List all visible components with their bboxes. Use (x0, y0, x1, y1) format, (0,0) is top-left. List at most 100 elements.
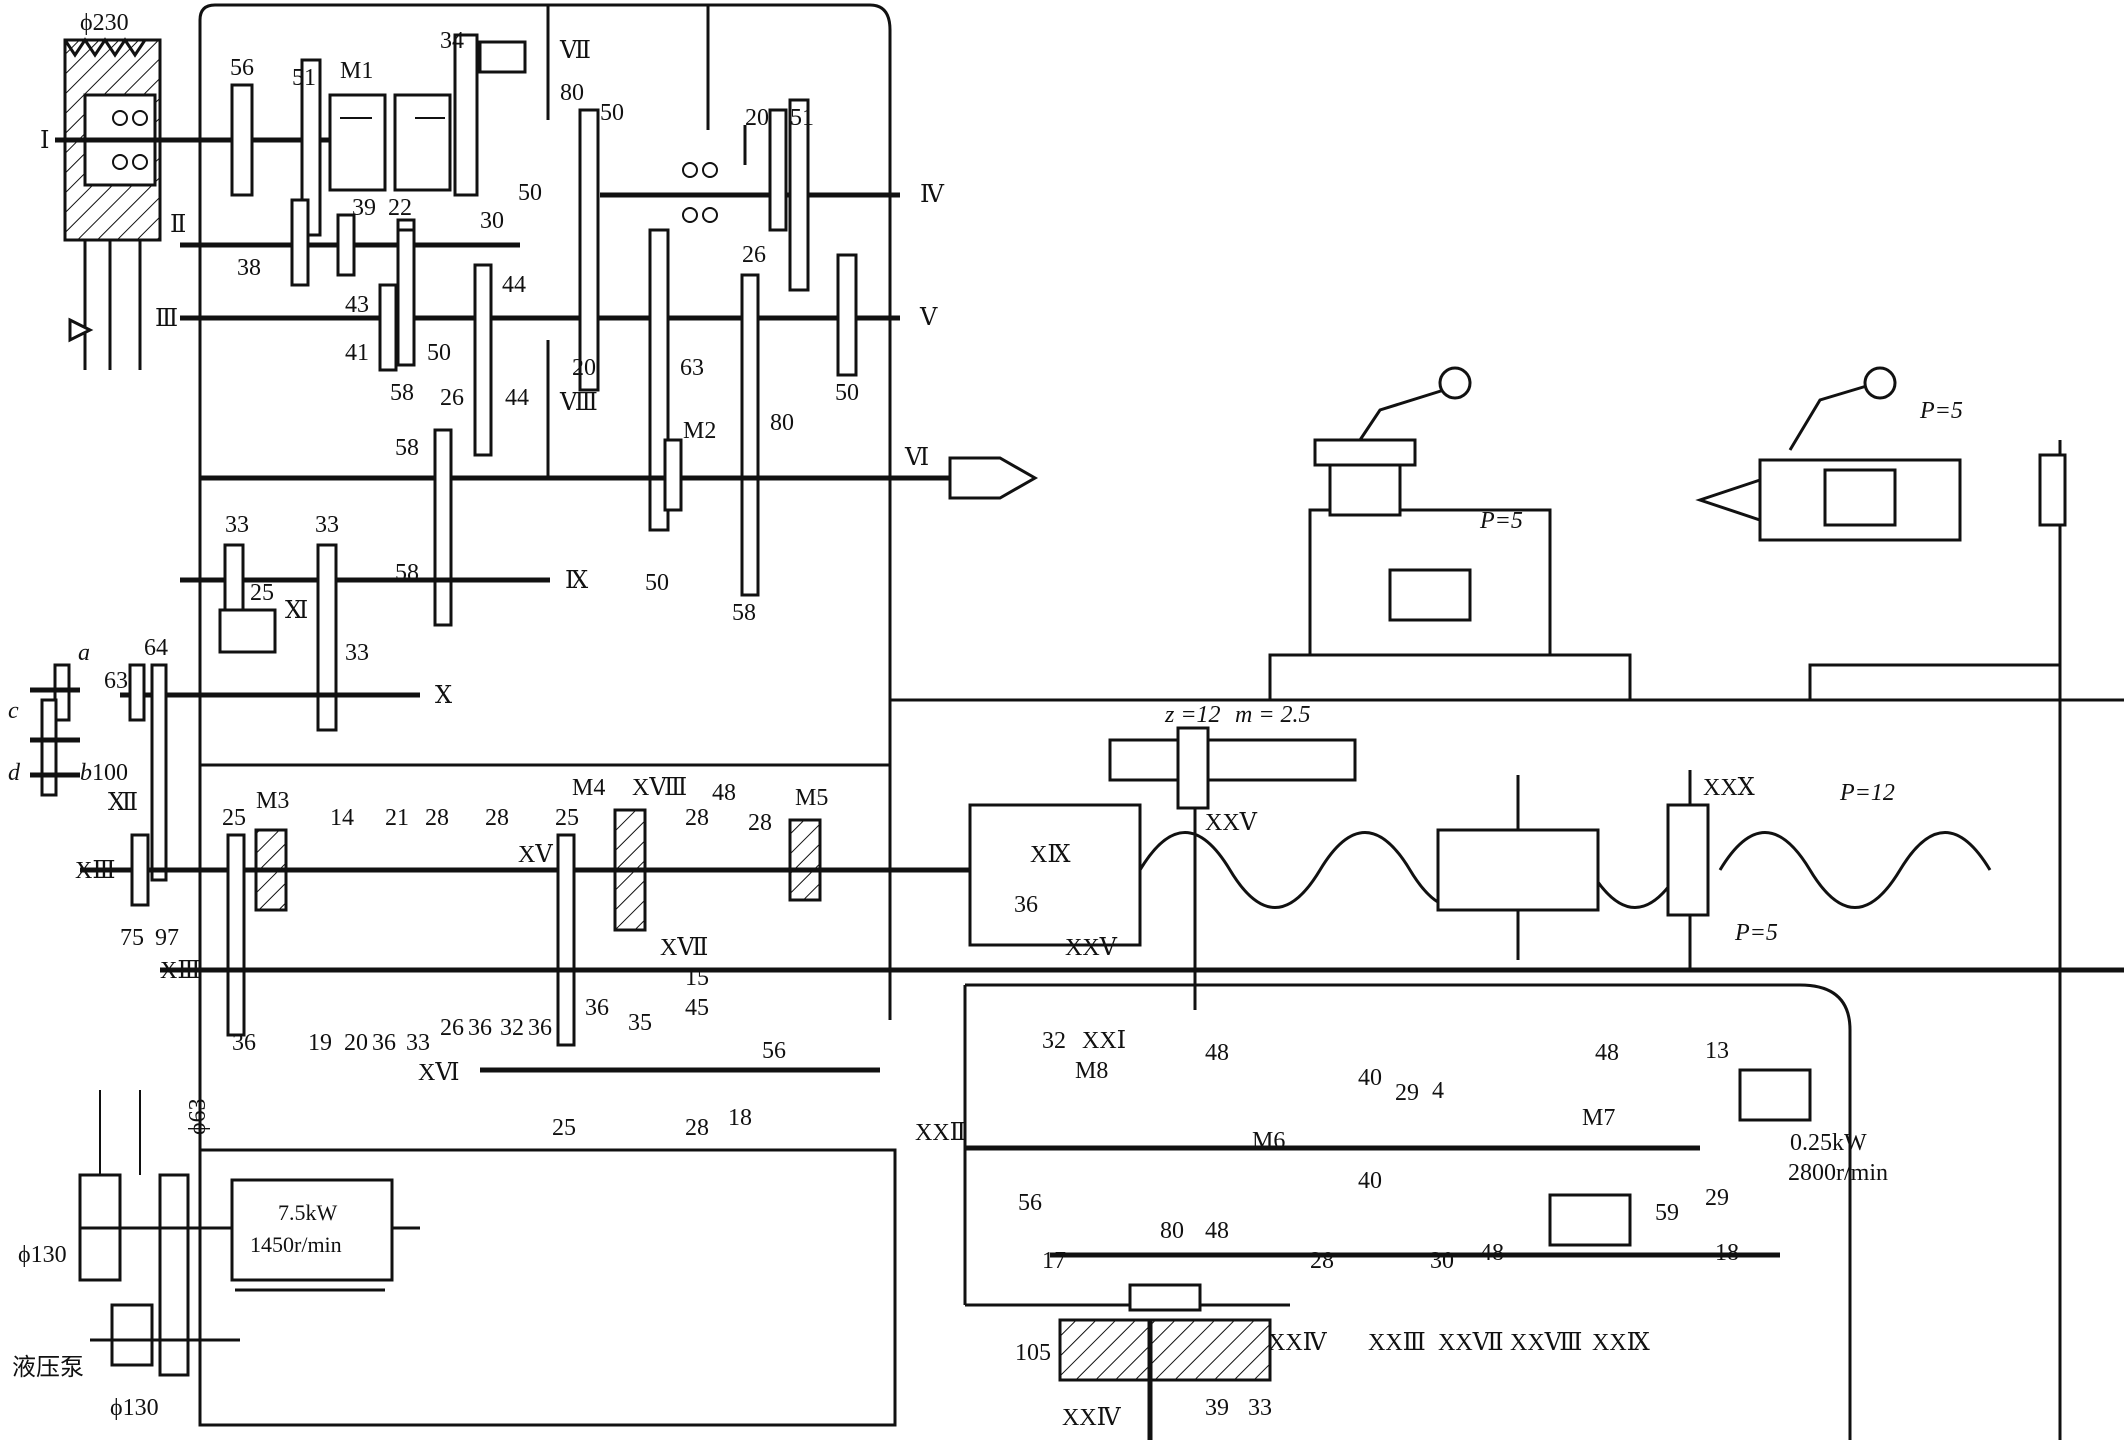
gear-label-14: 14 (330, 805, 354, 831)
gear-label-33d: 33 (406, 1030, 430, 1056)
pulley-diameter-pump: ϕ130 (110, 1395, 159, 1421)
gear-label-43: 43 (345, 292, 369, 318)
gear-label-63: 63 (680, 355, 704, 381)
gear-label-17: 17 (1042, 1248, 1066, 1274)
gear-label-32: 32 (1042, 1028, 1066, 1054)
gear-label-51b: 51 (790, 105, 814, 131)
gear-label-18: 18 (728, 1105, 752, 1131)
gear-label-29b: 29 (1705, 1185, 1729, 1211)
gear-label-56: 56 (230, 55, 254, 81)
gear-label-58b: 58 (395, 435, 419, 461)
shaft-label-XXIV-a: XXⅣ (1268, 1330, 1328, 1356)
clutch-label-M7: M7 (1582, 1105, 1615, 1131)
gear-label-30: 30 (1430, 1248, 1454, 1274)
shaft-label-II: Ⅱ (170, 212, 186, 238)
gear-label-48b: 48 (1595, 1040, 1619, 1066)
gear-label-75: 75 (120, 925, 144, 951)
exchange-label-c: c (8, 698, 19, 724)
gear-label-36d: 36 (528, 1015, 552, 1041)
gear-label-26: 26 (742, 242, 766, 268)
gear-label-39: 39 (352, 195, 376, 221)
gear-label-20: 20 (572, 355, 596, 381)
gear-label-30: 30 (480, 208, 504, 234)
main-drive: 7.5kW 1450r/min ϕ130 ϕ63 液压泵 ϕ130 (12, 1090, 420, 1421)
pulley-diameter-mid: ϕ63 (185, 1098, 211, 1135)
gear-label-40b: 40 (1358, 1168, 1382, 1194)
clutch-label-M2: M2 (683, 418, 716, 444)
gear-label-51: 51 (292, 65, 316, 91)
gear-label-21: 21 (385, 805, 409, 831)
gear-label-26b: 26 (440, 385, 464, 411)
gear-label-25b: 25 (222, 805, 246, 831)
gear-label-105: 105 (1015, 1340, 1051, 1366)
gear-label-39: 39 (1205, 1395, 1229, 1421)
gear-label-48a: 48 (1205, 1040, 1229, 1066)
gear-label-20b: 20 (745, 105, 769, 131)
shaft-IV: 20 51 Ⅳ (600, 5, 945, 292)
gear-label-40a: 40 (1358, 1065, 1382, 1091)
carriage-screw-pitch-label: P=5 (1479, 508, 1523, 534)
gear-label-32: 32 (500, 1015, 524, 1041)
lead-screw: XⅨ P=12 XXⅩ P=5 XXⅤ (900, 770, 1992, 970)
gear-label-25c: 25 (555, 805, 579, 831)
shaft-IX: 58 Ⅸ 33 33 25 Ⅺ 33 (180, 512, 589, 732)
shaft-label-XVIII: XⅧ (632, 775, 687, 801)
shaft-label-XXV-rack: XXⅤ (1205, 810, 1258, 836)
gear-label-44: 44 (502, 272, 526, 298)
shaft-label-IV: Ⅳ (920, 182, 945, 208)
gear-label-80a: 80 (560, 80, 584, 106)
gear-label-28e: 28 (685, 1115, 709, 1141)
gear-label-4: 4 (1432, 1078, 1444, 1104)
rack-teeth-label: z =12 (1164, 702, 1221, 728)
pulley-diameter-top: ϕ230 (80, 10, 129, 36)
gear-label-44b: 44 (505, 385, 529, 411)
shaft-V: 63 26 50 80 Ⅴ (648, 228, 938, 597)
gear-label-29: 29 (1395, 1080, 1419, 1106)
shaft-label-XXII: XXⅡ (915, 1120, 966, 1146)
main-pulley: ϕ230 (63, 10, 162, 370)
shaft-I: Ⅰ 56 51 (40, 55, 330, 237)
gear-label-28d: 28 (748, 810, 772, 836)
exchange-label-a: a (78, 640, 90, 666)
gear-label-36a: 36 (232, 1030, 256, 1056)
shaft-label-XVII: XⅦ (660, 935, 708, 961)
shaft-X: Ⅹ 63 64 (104, 635, 452, 882)
gear-label-50: 50 (427, 340, 451, 366)
pump-label: 液压泵 (12, 1354, 84, 1381)
shaft-label-XXIX: XXⅨ (1592, 1330, 1651, 1356)
gear-label-50a: 50 (600, 100, 624, 126)
shaft-label-XXIV-b: XXⅣ (1062, 1405, 1122, 1431)
shaft-label-VIII: Ⅷ (559, 390, 598, 416)
clutch-label-M3: M3 (256, 788, 289, 814)
gear-label-25d: 25 (552, 1115, 576, 1141)
shaft-label-XVI: XⅥ (418, 1060, 459, 1086)
gear-label-58: 58 (390, 380, 414, 406)
gear-label-50d: 50 (645, 570, 669, 596)
gear-label-80b: 80 (770, 410, 794, 436)
gear-label-36c: 36 (468, 1015, 492, 1041)
gear-label-36e: 36 (585, 995, 609, 1021)
gear-label-58d: 58 (732, 600, 756, 626)
leadscrew-pitch-label: P=12 (1839, 780, 1895, 806)
shaft-label-XIII-lower: XⅢ (160, 958, 200, 984)
rack-pinion: z =12 m = 2.5 XXⅤ (1108, 702, 1357, 1010)
gear-label-36b: 36 (372, 1030, 396, 1056)
nut-pitch-label: P=5 (1734, 920, 1778, 946)
gear-label-50b: 50 (518, 180, 542, 206)
gear-label-33b: 33 (315, 512, 339, 538)
headstock-housing (198, 3, 892, 765)
gear-label-28b: 28 (485, 805, 509, 831)
apron: 36 32 XXⅠ XXⅡ M8 56 48 40 29 4 48 48 40 … (915, 892, 1812, 1440)
gear-label-15: 15 (685, 965, 709, 991)
gear-label-48c: 48 (1205, 1218, 1229, 1244)
tool-post: P=5 (1268, 366, 1632, 702)
shaft-VII: Ⅶ (478, 5, 591, 120)
gear-label-26: 26 (440, 1015, 464, 1041)
gear-label-45: 45 (685, 995, 709, 1021)
shaft-XVI: XⅥ 25 28 18 (418, 1060, 880, 1141)
clutch-label-M5: M5 (795, 785, 828, 811)
gear-label-48: 48 (712, 780, 736, 806)
clutch-label-M8: M8 (1075, 1058, 1108, 1084)
shaft-label-I: Ⅰ (40, 128, 49, 154)
